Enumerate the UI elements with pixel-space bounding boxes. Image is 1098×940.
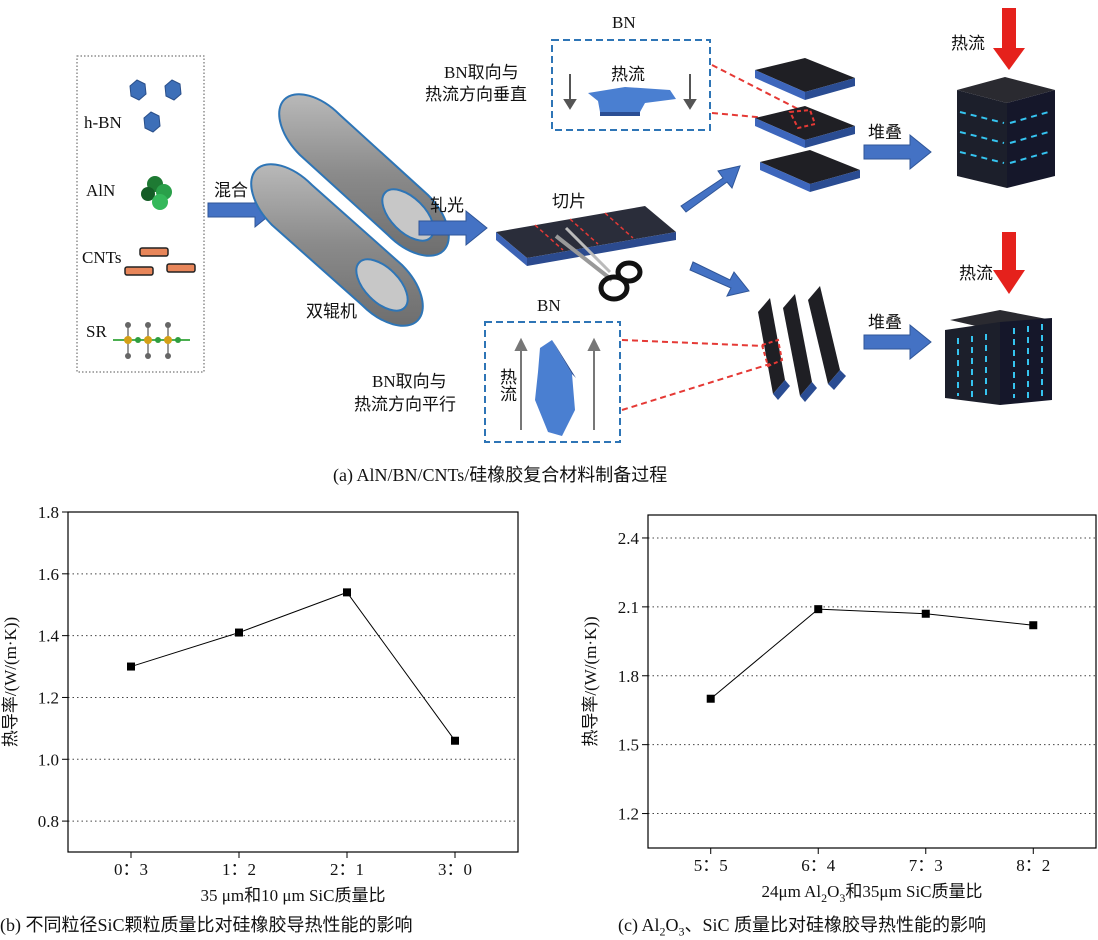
cnts-icon bbox=[124, 247, 196, 276]
aln-icon bbox=[141, 176, 172, 210]
label-two-roll-mill: 双辊机 bbox=[306, 302, 357, 321]
stack-arrow-top bbox=[863, 133, 932, 171]
inset-top-box bbox=[551, 39, 711, 131]
arrow-down-right bbox=[689, 261, 750, 297]
data-point bbox=[343, 588, 351, 597]
data-point bbox=[921, 609, 930, 618]
y-tick-label: 1.6 bbox=[38, 565, 59, 584]
y-tick-label: 1.8 bbox=[618, 667, 639, 686]
panel-a-diagram bbox=[76, 8, 1055, 443]
label-sr: SR bbox=[86, 322, 107, 341]
label-heat-flow-bottom: 热流 bbox=[959, 264, 993, 283]
label-stack-top: 堆叠 bbox=[868, 123, 902, 142]
y-axis-label: 热导率/(W/(m·K)) bbox=[581, 616, 600, 746]
data-point bbox=[706, 694, 715, 703]
inset-top-desc-line2: 热流方向垂直 bbox=[425, 85, 527, 104]
label-mix: 混合 bbox=[214, 181, 248, 200]
x-tick-label: 0：3 bbox=[114, 860, 148, 879]
x-axis-label-part: 2 bbox=[821, 891, 827, 905]
x-tick-label: 2：1 bbox=[330, 860, 364, 879]
horizontal-slabs-icon bbox=[755, 58, 860, 192]
label-h-bn: h-BN bbox=[84, 113, 122, 132]
y-tick-label: 1.0 bbox=[38, 750, 59, 769]
y-tick-label: 1.4 bbox=[38, 627, 60, 646]
label-heat-flow-top: 热流 bbox=[951, 34, 985, 53]
caption-b: (b) 不同粒径SiC颗粒质量比对硅橡胶导热性能的影响 bbox=[0, 915, 413, 935]
data-point bbox=[451, 736, 459, 745]
inset-top-arrows bbox=[563, 74, 697, 110]
stack-arrow-bottom bbox=[863, 323, 932, 361]
data-point bbox=[235, 628, 243, 637]
heat-flow-arrow-top-icon bbox=[993, 8, 1025, 70]
arrow-up-right bbox=[680, 165, 741, 213]
y-tick-label: 0.8 bbox=[38, 812, 59, 831]
label-cnts: CNTs bbox=[82, 248, 122, 267]
label-calender: 轧光 bbox=[430, 196, 464, 215]
x-axis-label-part: O bbox=[827, 882, 839, 901]
x-axis-label-part: 和35μm SiC质量比 bbox=[845, 882, 982, 901]
data-point bbox=[127, 662, 135, 671]
chart-b: 0.8 1.0 1.2 1.4 1.6 1.8 0：3 1：2 2：1 3：0 热导率/(W/(m·… bbox=[1, 503, 519, 905]
inset-bottom-box bbox=[484, 321, 621, 443]
cube-top-icon bbox=[957, 77, 1055, 188]
x-tick-label: 1：2 bbox=[222, 860, 256, 879]
cube-bottom-icon bbox=[945, 310, 1052, 405]
materials-box bbox=[76, 55, 205, 373]
h-bn-icon bbox=[129, 79, 182, 133]
inset-top-desc-line1: BN取向与 bbox=[444, 63, 519, 82]
heat-flow-arrow-bottom-icon bbox=[993, 232, 1025, 294]
y-tick-label: 2.4 bbox=[618, 529, 640, 548]
two-roll-mill-icon bbox=[250, 93, 450, 327]
series-line bbox=[710, 608, 1034, 700]
label-slice: 切片 bbox=[552, 192, 586, 211]
y-tick-label: 2.1 bbox=[618, 598, 639, 617]
x-axis-label-part: 24μm Al bbox=[761, 882, 821, 901]
sr-icon bbox=[113, 322, 190, 359]
y-tick-label: 1.2 bbox=[618, 805, 639, 824]
inset-top-title: BN bbox=[612, 13, 636, 32]
data-point bbox=[1029, 621, 1038, 630]
inset-bottom-desc-line1: BN取向与 bbox=[372, 372, 447, 391]
x-tick-label: 8：2 bbox=[1016, 856, 1050, 875]
inset-bottom-desc-line2: 热流方向平行 bbox=[354, 395, 456, 414]
chart-c: 1.2 1.5 1.8 2.1 2.4 5：5 6：4 7：3 8：2 热导率/(W/(m·K))… bbox=[581, 514, 1097, 905]
x-tick-label: 3：0 bbox=[438, 860, 472, 879]
plot-frame bbox=[67, 511, 519, 853]
x-tick-label: 5：5 bbox=[694, 856, 728, 875]
caption-c: (c) Al2O3、SiC 质量比对硅橡胶导热性能的影响 bbox=[618, 915, 987, 939]
sheet-icon bbox=[496, 206, 676, 266]
x-axis-label-part: 3 bbox=[839, 891, 845, 905]
x-axis-label: 35 μm和10 μm SiC质量比 bbox=[201, 886, 386, 905]
data-point bbox=[814, 605, 823, 614]
inset-bottom-title: BN bbox=[537, 296, 561, 315]
y-tick-label: 1.5 bbox=[618, 736, 639, 755]
panel-a: h-BN AlN CNTs SR 混合 双辊机 轧光 切片 BN 热流 BN取向… bbox=[76, 8, 1055, 485]
y-tick-label: 1.2 bbox=[38, 688, 59, 707]
scissors-icon bbox=[554, 226, 643, 302]
inset-bottom-link bbox=[621, 339, 771, 411]
y-tick-label: 1.8 bbox=[38, 503, 59, 522]
label-stack-bottom: 堆叠 bbox=[868, 313, 902, 332]
caption-a: (a) AlN/BN/CNTs/硅橡胶复合材料制备过程 bbox=[333, 465, 668, 485]
bn-platelet-flat-icon bbox=[588, 87, 676, 116]
plot-frame bbox=[647, 514, 1097, 849]
y-axis-label: 热导率/(W/(m·K)) bbox=[1, 617, 20, 747]
x-tick-label: 6：4 bbox=[801, 856, 835, 875]
inset-bottom-heat-label: 热流 bbox=[497, 368, 516, 402]
inset-top-heat-label: 热流 bbox=[611, 65, 645, 84]
vertical-slabs-icon bbox=[758, 286, 846, 402]
label-aln: AlN bbox=[86, 181, 116, 200]
bn-platelet-vertical-icon bbox=[535, 340, 576, 436]
inset-bottom-arrows bbox=[514, 337, 601, 430]
series-line bbox=[130, 591, 456, 742]
x-axis-label: 24μm Al2O3和35μm SiC质量比 bbox=[761, 882, 982, 905]
x-tick-label: 7：3 bbox=[909, 856, 943, 875]
calender-arrow bbox=[418, 209, 488, 247]
